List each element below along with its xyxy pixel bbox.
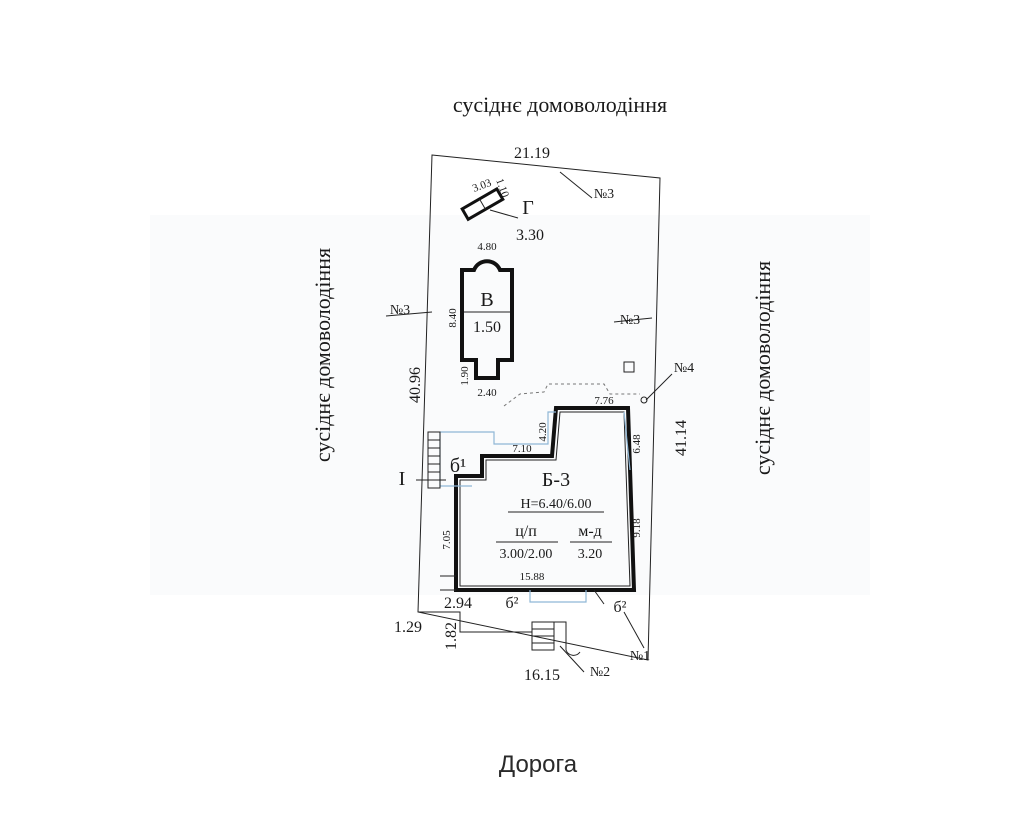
annex-b2-left-label: б² — [506, 595, 519, 612]
front-stairs — [531, 621, 581, 656]
fence-n2-label: №2 — [590, 665, 610, 680]
dim-top: 21.19 — [514, 145, 550, 162]
dim-notch-v: 4.20 — [537, 422, 549, 442]
old-contour — [503, 383, 640, 407]
dim-left-lower: 7.05 — [441, 530, 453, 550]
material-1-value: 3.00/2.00 — [500, 547, 553, 562]
annex-b1-label: б¹ — [450, 455, 466, 477]
material-1-label: ц/п — [515, 523, 537, 540]
material-2-label: м-д — [578, 523, 602, 540]
main-house-inner — [459, 411, 631, 587]
fence-n3-right-label: №3 — [620, 313, 640, 328]
dim-right-lower: 9.18 — [631, 518, 643, 538]
building-g-value: 3.30 — [516, 227, 544, 244]
main-house-name: Б-3 — [542, 469, 570, 491]
neighbor-top-label: сусіднє домоволодіння — [453, 92, 667, 117]
annex-b2-right-label: б² — [614, 599, 627, 616]
dim-notch-h: 7.10 — [512, 443, 532, 455]
plot-boundary — [417, 154, 661, 661]
dim-shed-w: 1.10 — [493, 177, 511, 200]
fence-n1-label: №1 — [630, 649, 650, 664]
building-v-letter: В — [480, 289, 493, 311]
fence-n3-left-label: №3 — [390, 303, 410, 318]
dim-top-inner: 7.76 — [594, 395, 614, 407]
road-label: Дорога — [499, 751, 578, 778]
dim-bottom-left: 2.94 — [444, 595, 472, 612]
dim-v-bottom: 2.40 — [477, 387, 497, 399]
dim-right: 41.14 — [673, 420, 690, 456]
fence-n4-label: №4 — [674, 361, 694, 376]
dim-right-upper: 6.48 — [631, 434, 643, 454]
fence-n3-top-label: №3 — [594, 187, 614, 202]
annex-b2 — [529, 590, 587, 603]
meter-circle-icon — [640, 396, 648, 404]
leader-lines — [385, 171, 673, 673]
dim-bottom: 16.15 — [524, 667, 560, 684]
front-fence — [418, 611, 532, 633]
meter-box-icon — [623, 361, 635, 373]
material-2-value: 3.20 — [578, 547, 603, 562]
shed-g — [460, 186, 505, 222]
main-house-height: Н=6.40/6.00 — [521, 497, 592, 512]
dim-v-low: 1.90 — [459, 366, 471, 386]
neighbor-left-label: сусіднє домоволодіння — [310, 248, 335, 462]
annex-right — [623, 411, 631, 471]
building-v — [460, 259, 514, 380]
dim-v-top: 4.80 — [477, 241, 497, 253]
dim-corner: 1.29 — [394, 619, 422, 636]
building-g-letter: Г — [522, 197, 534, 219]
dim-bottom-main: 15.88 — [520, 571, 545, 583]
dim-v-side: 8.40 — [447, 308, 459, 328]
neighbor-right-label: сусіднє домоволодіння — [750, 261, 775, 475]
dim-front: 1.82 — [443, 622, 460, 650]
dim-left: 40.96 — [407, 367, 424, 403]
building-v-value: 1.50 — [473, 319, 501, 336]
porch-label: I — [399, 468, 406, 490]
